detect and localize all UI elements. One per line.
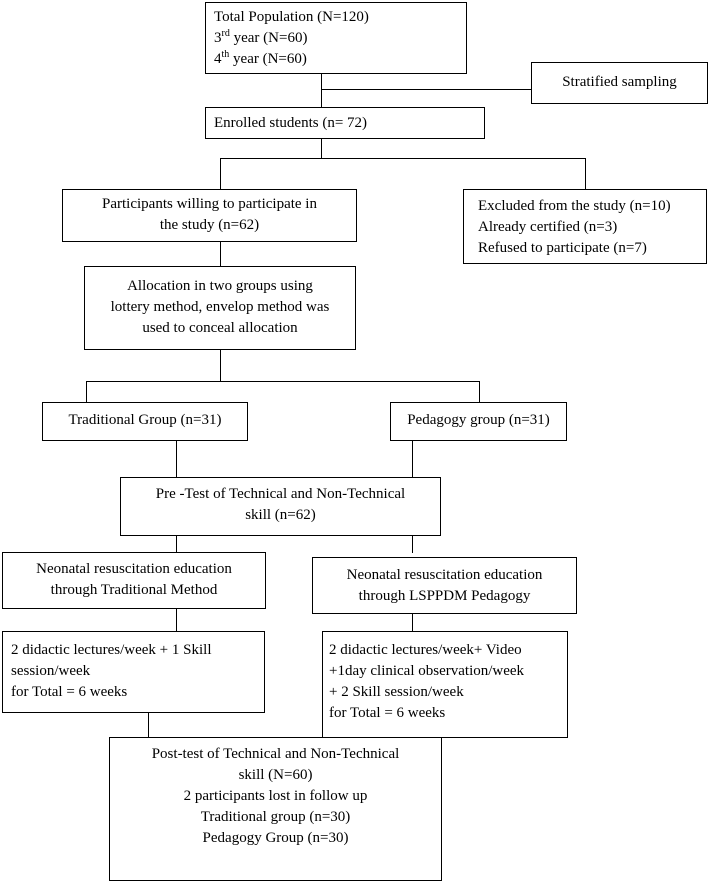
connector-to-traditional [86, 381, 88, 403]
excluded-line-3: Refused to participate (n=7) [478, 240, 647, 256]
traditional-group-label: Traditional Group (n=31) [68, 412, 222, 428]
connector-traditional-pretest [176, 440, 178, 478]
allocation-line-3: used to conceal allocation [142, 320, 298, 336]
edu-traditional-box: Neonatal resuscitation education through… [2, 552, 266, 609]
connector-edu-schedule-pedagogy [412, 613, 414, 632]
pretest-line-2: skill (n=62) [245, 507, 316, 523]
pretest-box: Pre -Test of Technical and Non-Technical… [120, 477, 441, 536]
connector-pretest-edu-traditional [176, 535, 178, 553]
connector-allocation-down [220, 349, 222, 381]
connector-stratified [321, 89, 531, 91]
traditional-group-box: Traditional Group (n=31) [42, 402, 248, 441]
posttest-box: Post-test of Technical and Non-Technical… [109, 737, 442, 881]
schedule-pedagogy-box: 2 didactic lectures/week+ Video +1day cl… [322, 631, 568, 738]
connector-pretest-edu-pedagogy [412, 535, 414, 553]
connector-enrolled-down [321, 138, 323, 158]
connector-to-willing [220, 158, 222, 190]
schedule-pedagogy-line-4: for Total = 6 weeks [329, 705, 446, 721]
edu-pedagogy-line-2: through LSPPDM Pedagogy [358, 588, 531, 604]
pedagogy-group-box: Pedagogy group (n=31) [390, 402, 567, 441]
willing-line-2: the study (n=62) [159, 217, 260, 233]
willing-line-1: Participants willing to participate in [102, 196, 317, 212]
enrolled-students-box: Enrolled students (n= 72) [205, 107, 485, 139]
posttest-line-5: Pedagogy Group (n=30) [202, 830, 349, 846]
edu-pedagogy-line-1: Neonatal resuscitation education [346, 567, 543, 583]
edu-pedagogy-box: Neonatal resuscitation education through… [312, 557, 577, 614]
connector-enrolled-split [220, 158, 585, 160]
total-population-label: Total Population (N=120) [214, 9, 369, 25]
connector-allocation-split [86, 381, 479, 383]
edu-traditional-line-1: Neonatal resuscitation education [36, 561, 232, 577]
stratified-sampling-box: Stratified sampling [531, 62, 708, 104]
schedule-traditional-line-2: session/week [11, 663, 91, 679]
schedule-pedagogy-line-1: 2 didactic lectures/week+ Video [329, 642, 522, 658]
pedagogy-group-label: Pedagogy group (n=31) [407, 412, 550, 428]
edu-traditional-line-2: through Traditional Method [50, 582, 218, 598]
allocation-box: Allocation in two groups using lottery m… [84, 266, 356, 350]
posttest-line-3: 2 participants lost in follow up [183, 788, 368, 804]
connector-schedule-post-traditional [148, 712, 150, 738]
posttest-line-1: Post-test of Technical and Non-Technical [151, 746, 400, 762]
connector-edu-schedule-traditional [176, 608, 178, 632]
excluded-line-1: Excluded from the study (n=10) [478, 198, 671, 214]
third-year-label: 3rd year (N=60) [214, 28, 308, 47]
fourth-year-label: 4th year (N=60) [214, 49, 307, 68]
connector-pedagogy-pretest [412, 440, 414, 478]
total-population-box: Total Population (N=120) 3rd year (N=60)… [205, 2, 467, 74]
connector-to-pedagogy [479, 381, 481, 403]
willing-participants-box: Participants willing to participate in t… [62, 189, 357, 242]
stratified-sampling-label: Stratified sampling [562, 74, 677, 90]
excluded-box: Excluded from the study (n=10) Already c… [463, 189, 707, 264]
schedule-traditional-box: 2 didactic lectures/week + 1 Skill sessi… [2, 631, 265, 713]
schedule-pedagogy-line-3: + 2 Skill session/week [329, 684, 464, 700]
connector-willing-allocation [220, 241, 222, 267]
allocation-line-1: Allocation in two groups using [127, 278, 313, 294]
allocation-line-2: lottery method, envelop method was [110, 299, 330, 315]
posttest-line-4: Traditional group (n=30) [200, 809, 351, 825]
schedule-pedagogy-line-2: +1day clinical observation/week [329, 663, 525, 679]
connector-to-excluded [585, 158, 587, 190]
excluded-line-2: Already certified (n=3) [478, 219, 618, 235]
enrolled-students-label: Enrolled students (n= 72) [214, 115, 368, 131]
schedule-traditional-line-1: 2 didactic lectures/week + 1 Skill [11, 642, 212, 658]
posttest-line-2: skill (N=60) [238, 767, 313, 783]
schedule-traditional-line-3: for Total = 6 weeks [11, 684, 128, 700]
pretest-line-1: Pre -Test of Technical and Non-Technical [155, 486, 406, 502]
